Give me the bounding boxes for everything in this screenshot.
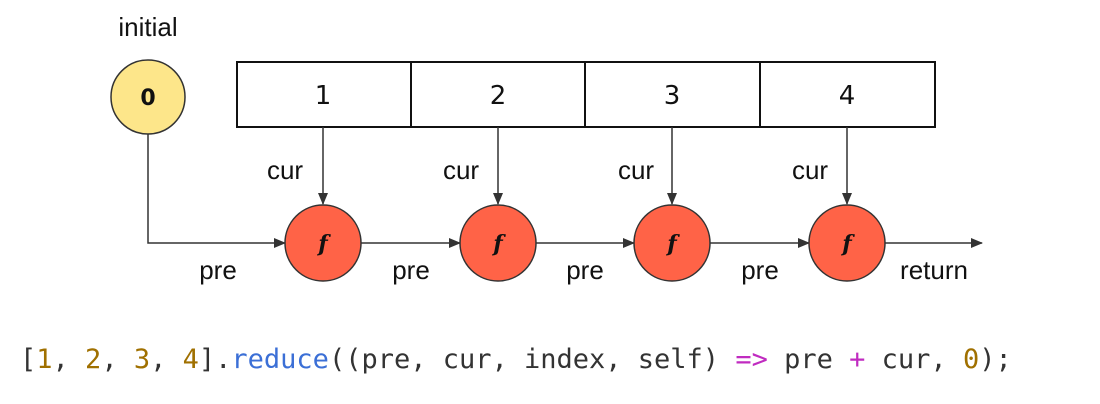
code-snippet: [1, 2, 3, 4].reduce((pre, cur, index, se… — [20, 344, 1012, 375]
function-node-1: f — [284, 204, 362, 282]
function-symbol: f — [491, 231, 506, 257]
initial-label: initial — [118, 12, 177, 42]
code-params: ((pre, cur, index, self) — [328, 344, 736, 375]
code-method-name: reduce — [231, 344, 329, 375]
code-plus-operator: + — [849, 344, 866, 375]
code-cur-ref: cur, — [865, 344, 963, 375]
array-cell-4: 4 — [839, 81, 856, 111]
code-initial-value: 0 — [962, 344, 980, 375]
code-separator: , — [52, 344, 86, 375]
code-end: ); — [979, 344, 1012, 375]
code-number-3: 3 — [133, 344, 151, 375]
initial-value: 0 — [140, 86, 155, 111]
array-cell-2: 2 — [490, 81, 507, 111]
array-box: 1 2 3 4 — [236, 61, 936, 128]
code-number-2: 2 — [85, 344, 102, 375]
function-symbol: f — [840, 231, 855, 257]
cur-label-3: cur — [618, 155, 654, 185]
code-bracket-open: [ — [20, 344, 37, 375]
code-pre-ref: pre — [767, 344, 850, 375]
pre-label-3: pre — [566, 255, 604, 285]
cur-label-4: cur — [792, 155, 828, 185]
function-node-3: f — [633, 204, 711, 282]
pre-label-2: pre — [392, 255, 430, 285]
code-number-4: 4 — [182, 344, 199, 375]
function-symbol: f — [316, 231, 331, 257]
pre-label-4: pre — [741, 255, 779, 285]
function-symbol: f — [665, 231, 680, 257]
code-separator: , — [101, 344, 134, 375]
code-separator: , — [150, 344, 183, 375]
cur-label-1: cur — [267, 155, 303, 185]
code-bracket-close: ]. — [198, 344, 232, 375]
array-cell-3: 3 — [664, 81, 681, 111]
cur-label-2: cur — [443, 155, 479, 185]
array-cell-1: 1 — [315, 81, 332, 111]
code-number-1: 1 — [36, 344, 53, 375]
pre-label-1: pre — [199, 255, 237, 285]
function-node-2: f — [459, 204, 537, 282]
return-label: return — [900, 255, 968, 285]
pre-arrow-initial — [147, 134, 286, 248]
function-node-4: f — [808, 204, 886, 282]
code-arrow-operator: => — [735, 344, 768, 375]
